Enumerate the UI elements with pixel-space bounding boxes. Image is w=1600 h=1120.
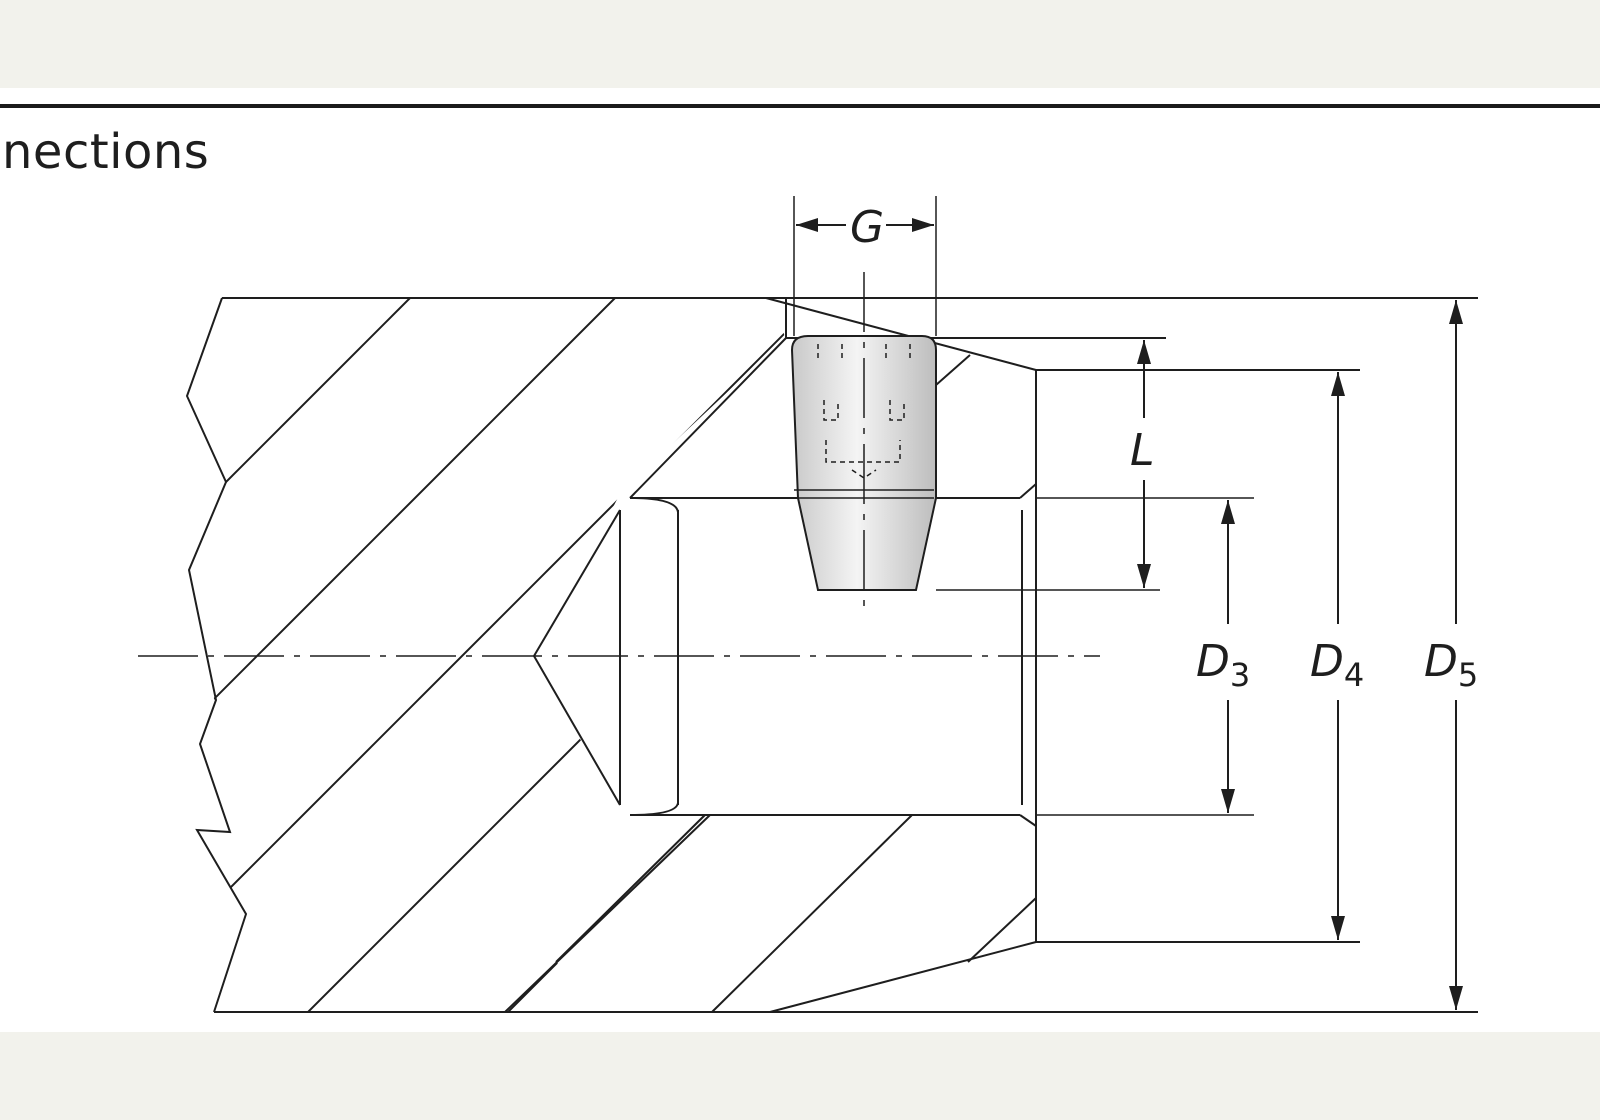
center-lines	[138, 272, 1100, 657]
dimension-label-g: G	[850, 202, 884, 253]
header-rule	[0, 104, 1600, 108]
section-heading: nections	[2, 124, 210, 180]
dimension-label-d3: D3	[1196, 636, 1250, 694]
dimension-label-d5: D5	[1424, 636, 1478, 694]
hex-socket	[817, 344, 911, 479]
dimension-label-d4: D4	[1310, 636, 1364, 694]
document-sheet: nections	[0, 88, 1600, 1032]
dimension-lines	[796, 218, 1463, 1010]
dimension-label-l: L	[1130, 425, 1155, 476]
extension-lines	[793, 196, 1254, 816]
right-hatching	[504, 354, 1037, 1013]
